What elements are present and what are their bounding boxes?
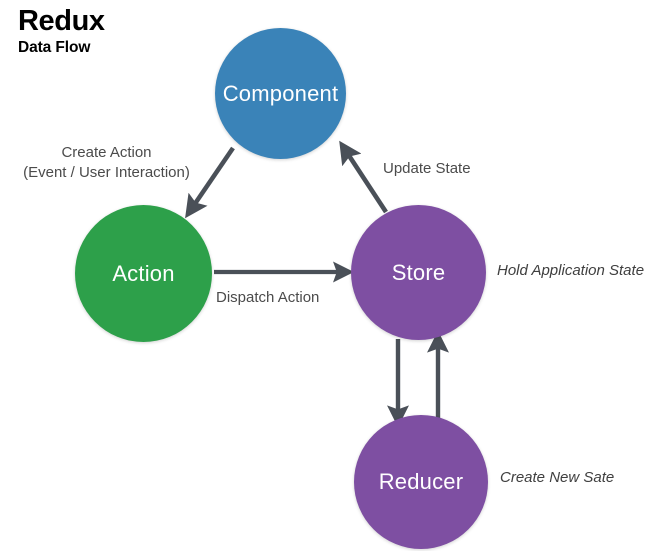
edge-label-create-action: Create Action (Event / User Interaction) bbox=[8, 143, 205, 183]
node-action-label: Action bbox=[112, 260, 175, 286]
edge-label-create-action-line2: (Event / User Interaction) bbox=[23, 164, 190, 181]
node-store[interactable]: Store bbox=[351, 205, 486, 340]
node-component[interactable]: Component bbox=[215, 28, 346, 159]
page-title: Redux bbox=[18, 5, 105, 37]
edge-label-dispatch-action: Dispatch Action bbox=[216, 289, 320, 306]
page-subtitle: Data Flow bbox=[18, 39, 91, 56]
node-component-label: Component bbox=[222, 80, 339, 106]
diagram-title-block: Redux Data Flow bbox=[18, 4, 105, 57]
node-action[interactable]: Action bbox=[75, 205, 212, 342]
edge-label-update-state: Update State bbox=[383, 160, 471, 177]
edge-label-create-action-line1: Create Action bbox=[61, 144, 152, 161]
node-store-label: Store bbox=[391, 259, 446, 285]
node-reducer[interactable]: Reducer bbox=[354, 415, 488, 549]
annotation-hold-application-state: Hold Application State bbox=[497, 262, 645, 279]
edge-store-to-component-arrow bbox=[339, 140, 388, 214]
node-reducer-label: Reducer bbox=[378, 469, 464, 494]
annotation-create-new-state: Create New Sate bbox=[500, 469, 615, 486]
